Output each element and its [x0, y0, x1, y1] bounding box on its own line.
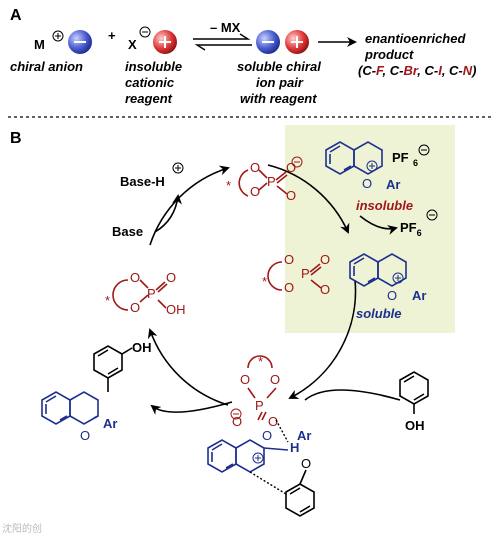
svg-text:O: O	[130, 270, 140, 285]
insoluble-label-2: cationic	[125, 75, 175, 90]
phosphate-ion-pair-complex: O O P * O O H Ar O O	[207, 354, 315, 517]
insoluble-label-1: insoluble	[125, 59, 182, 74]
plus-charge-icon	[172, 162, 184, 174]
metal-cation-label: M	[34, 37, 45, 52]
product-label-2: product	[364, 47, 414, 62]
plus-charge-icon	[52, 30, 64, 42]
svg-text:Ar: Ar	[103, 416, 117, 431]
svg-text:P: P	[255, 398, 264, 413]
svg-text:O: O	[250, 160, 260, 175]
svg-text:O: O	[286, 188, 296, 203]
plus-sign: +	[108, 28, 116, 43]
svg-text:O: O	[250, 184, 260, 199]
highlight-box	[285, 125, 455, 333]
phosphate-anion-top: O O P O O *	[226, 156, 303, 203]
svg-text:PF: PF	[392, 150, 409, 165]
svg-text:O: O	[130, 300, 140, 315]
svg-text:O: O	[232, 414, 242, 429]
svg-text:O: O	[262, 428, 272, 443]
ion-pair-anion-sphere-icon	[256, 30, 280, 54]
phosphate-anion-mid: O O P O O *	[262, 252, 330, 297]
svg-text:OH: OH	[132, 340, 152, 355]
svg-text:O: O	[320, 282, 330, 297]
svg-text:P: P	[301, 266, 310, 281]
ion-pair-cation-sphere-icon	[285, 30, 309, 54]
svg-text:O: O	[270, 372, 280, 387]
base-h-label: Base-H	[120, 174, 165, 189]
svg-text:O: O	[320, 252, 330, 267]
svg-text:*: *	[262, 274, 267, 289]
phenol-entry-arrow	[304, 389, 401, 401]
watermark: 沈阳的创	[2, 522, 42, 535]
panel-a-label: A	[10, 7, 22, 24]
svg-text:O: O	[166, 270, 176, 285]
phenol: OH	[399, 371, 429, 433]
svg-text:6: 6	[413, 158, 418, 168]
counter-anion-label: X	[128, 37, 137, 52]
soluble-tag: soluble	[356, 306, 402, 321]
product-label-1: enantioenriched	[365, 31, 466, 46]
svg-text:O: O	[286, 160, 296, 175]
pf6-label: PF6	[400, 220, 422, 238]
base-arrow	[154, 194, 182, 233]
chromene-product: OH O Ar	[41, 340, 152, 443]
mx-loss-label: – MX	[210, 20, 241, 35]
svg-text:O: O	[284, 280, 294, 295]
svg-text:Ar: Ar	[297, 428, 311, 443]
soluble-label-1: soluble chiral	[237, 59, 321, 74]
chiral-anion-label: chiral anion	[10, 59, 83, 74]
svg-text:H: H	[290, 440, 299, 455]
svg-text:Ar: Ar	[386, 177, 400, 192]
svg-text:P: P	[147, 286, 156, 301]
minus-charge-icon	[139, 26, 151, 38]
base-label: Base	[112, 224, 143, 239]
svg-text:OH: OH	[405, 418, 425, 433]
pf6-release-arrow	[359, 215, 398, 235]
insoluble-tag: insoluble	[356, 198, 413, 213]
insoluble-label-3: reagent	[125, 91, 173, 106]
panel-b-label: B	[10, 130, 22, 147]
svg-text:*: *	[105, 293, 110, 308]
svg-text:O: O	[240, 372, 250, 387]
svg-text:OH: OH	[166, 302, 186, 317]
svg-text:O: O	[268, 414, 278, 429]
equilibrium-arrows	[193, 33, 252, 51]
svg-text:O: O	[362, 176, 372, 191]
phosphoric-acid-left: O O P O OH *	[105, 270, 186, 317]
flavylium-soluble: O Ar	[349, 253, 426, 303]
svg-text:P: P	[267, 174, 276, 189]
soluble-label-3: with reagent	[240, 91, 317, 106]
soluble-label-2: ion pair	[256, 75, 304, 90]
flavylium-insoluble: O Ar PF 6	[325, 141, 430, 192]
product-label-3: (C-F, C-Br, C-I, C-N)	[358, 63, 477, 78]
svg-text:O: O	[387, 288, 397, 303]
chiral-anion-sphere-icon	[68, 30, 92, 54]
svg-text:*: *	[258, 354, 263, 369]
svg-text:*: *	[226, 178, 231, 193]
svg-text:Ar: Ar	[412, 288, 426, 303]
cationic-reagent-sphere-icon	[153, 30, 177, 54]
svg-text:O: O	[284, 252, 294, 267]
product-release-arrow	[150, 401, 233, 415]
svg-text:O: O	[80, 428, 90, 443]
minus-charge-icon	[426, 209, 438, 221]
svg-text:O: O	[301, 456, 311, 471]
